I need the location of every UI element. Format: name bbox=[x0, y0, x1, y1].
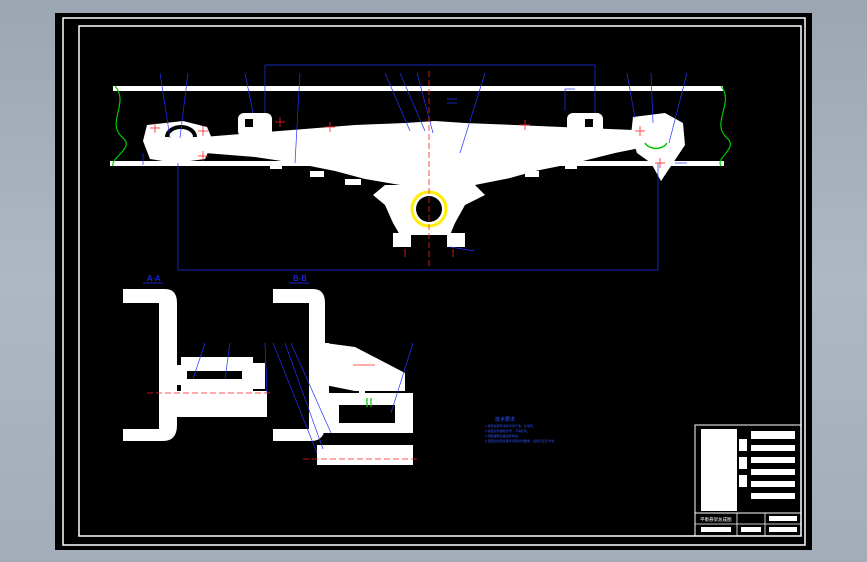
leaf-step-2 bbox=[310, 171, 324, 177]
section-b-bracket bbox=[273, 289, 325, 441]
tech-note-line: 2.各连接处螺栓拧紧，不得松动。 bbox=[485, 428, 530, 433]
section-a-slot bbox=[187, 371, 242, 379]
section-a-label: A-A bbox=[147, 274, 161, 283]
title-block: 平衡悬架总成图 bbox=[694, 424, 802, 537]
section-view-b: B-B bbox=[272, 274, 417, 465]
leaf-step-4 bbox=[525, 171, 539, 177]
section-b-rib bbox=[359, 365, 365, 395]
leaf-spring-stack bbox=[153, 121, 665, 187]
section-b-gap bbox=[325, 433, 405, 445]
leaf-step-3 bbox=[345, 179, 361, 185]
section-b-base bbox=[317, 445, 413, 465]
section-b-inner bbox=[339, 405, 395, 423]
section-a-cap bbox=[175, 391, 267, 417]
reaction-pin-right bbox=[585, 119, 593, 127]
outer-frame bbox=[62, 17, 806, 546]
section-view-a: A-A bbox=[123, 274, 273, 441]
section-a-disc bbox=[253, 363, 265, 389]
break-line-left bbox=[112, 85, 127, 167]
rear-spring-hanger bbox=[631, 113, 685, 181]
break-line-right bbox=[719, 85, 731, 167]
center-marks bbox=[150, 71, 665, 268]
section-b-label: B-B bbox=[293, 274, 307, 283]
section-a-flange bbox=[173, 365, 183, 385]
drawing-sheet: A-A B-B bbox=[55, 13, 812, 550]
tech-note-line: 4.装配后检查各部件间隙符合要求，运动灵活无卡滞。 bbox=[485, 438, 557, 443]
tech-note-line: 1.装配前所有零件清洗干净，去毛刺。 bbox=[485, 423, 536, 428]
rear-hanger-eye bbox=[644, 142, 668, 150]
bracket-foot-left bbox=[393, 233, 411, 247]
tech-notes-title: 技术要求 bbox=[495, 416, 515, 423]
bracket-foot-right bbox=[447, 233, 465, 247]
title-block-name: 平衡悬架总成图 bbox=[700, 516, 732, 523]
dimension-lines bbox=[142, 64, 688, 271]
inner-frame bbox=[78, 25, 802, 537]
section-a-bracket bbox=[123, 289, 177, 441]
frame-rail-top bbox=[113, 86, 723, 91]
cad-drawing: A-A B-B bbox=[62, 17, 806, 546]
main-elevation-view bbox=[110, 64, 731, 271]
reaction-pin-left bbox=[245, 119, 253, 127]
technical-notes: 技术要求 1.装配前所有零件清洗干净，去毛刺。 2.各连接处螺栓拧紧，不得松动。… bbox=[485, 416, 557, 443]
reaction-bracket-left bbox=[238, 113, 272, 137]
front-spring-hanger bbox=[143, 121, 213, 163]
leaf-step-1 bbox=[270, 163, 282, 169]
tech-note-line: 3.钢板弹簧表面涂防锈漆。 bbox=[485, 433, 521, 438]
leaf-step-5 bbox=[565, 163, 577, 169]
